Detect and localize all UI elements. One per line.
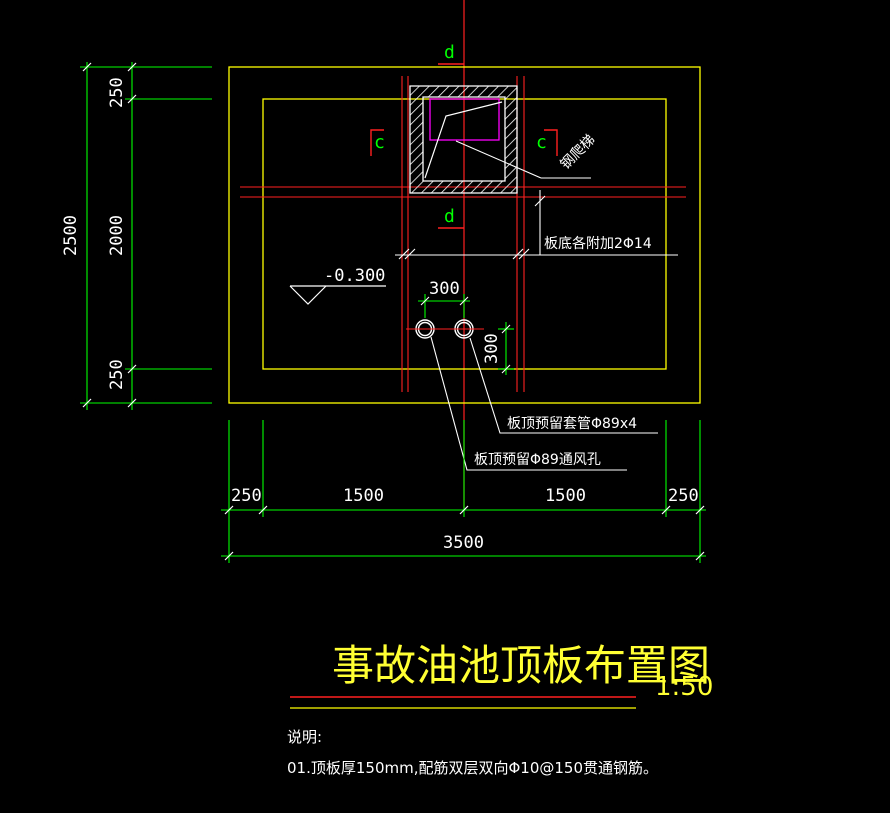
hole-offset-dimension — [498, 322, 514, 375]
left-dimension-ticks — [82, 62, 137, 408]
elevation-marker — [289, 285, 386, 305]
vent-leader — [430, 336, 627, 471]
bottom-dimension-ticks — [224, 505, 705, 561]
left-total-label: 2500 — [61, 215, 81, 256]
ladder-label: 钢爬梯 — [558, 132, 599, 173]
hole-spacing-dimension — [418, 294, 470, 318]
manhole-opening — [409, 85, 518, 194]
section-mark-d-bottom: d — [438, 206, 464, 229]
hole-spacing-label: 300 — [429, 279, 460, 299]
section-mark-c-right-label: c — [536, 132, 547, 153]
section-mark-c-right: c — [536, 129, 558, 156]
left-bottom-label: 250 — [107, 359, 127, 390]
section-mark-c-left: c — [370, 129, 385, 156]
notes-heading: 说明: — [287, 728, 322, 746]
drawing-title: 事故油池顶板布置图 — [332, 641, 710, 690]
extra-rebar-callout — [395, 190, 678, 260]
section-mark-d-bottom-label: d — [444, 206, 455, 227]
section-mark-d-top-label: d — [444, 42, 455, 63]
bottom-total-label: 3500 — [443, 533, 484, 553]
left-top-label: 250 — [107, 77, 127, 108]
sleeve-label: 板顶预留套管Φ89x4 — [507, 416, 637, 432]
section-mark-c-left-label: c — [374, 132, 385, 153]
bottom-seg1-label: 250 — [231, 486, 262, 506]
bottom-seg2-label: 1500 — [343, 486, 384, 506]
bottom-seg4-label: 250 — [668, 486, 699, 506]
left-mid-label: 2000 — [107, 215, 127, 256]
steel-ladder — [424, 98, 591, 179]
vent-label: 板顶预留Φ89通风孔 — [474, 452, 601, 468]
extra-rebar-label: 板底各附加2Φ14 — [544, 236, 652, 252]
elevation-label: -0.300 — [324, 266, 385, 286]
bottom-seg3-label: 1500 — [545, 486, 586, 506]
section-mark-d-top: d — [438, 42, 464, 65]
drawing-scale: 1:50 — [655, 672, 713, 702]
slab-outer-outline — [228, 66, 701, 404]
hole-offset-label: 300 — [482, 333, 502, 364]
left-dimension-lines — [80, 62, 212, 410]
sleeve-leader — [469, 337, 658, 434]
notes-line-1: 01.顶板厚150mm,配筋双层双向Φ10@150贯通钢筋。 — [287, 759, 658, 777]
additional-rebar — [240, 76, 686, 392]
